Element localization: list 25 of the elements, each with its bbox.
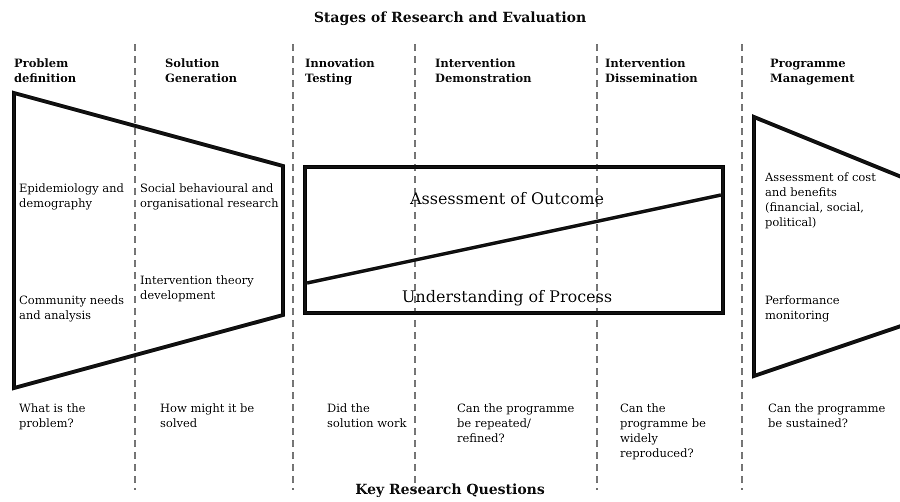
research-question: Can the programme be sustained? (768, 401, 886, 431)
trapezoid-panel (12, 91, 285, 390)
research-question: How might it be solved (160, 401, 256, 431)
assessment-box (303, 165, 725, 315)
stage-header: Intervention Demonstration (435, 56, 532, 86)
stage-header: Solution Generation (165, 56, 238, 86)
research-question: Can the programme be widely reproduced? (620, 401, 707, 461)
diagram-caption: Key Research Questions (355, 482, 545, 498)
node-text: Social behavioural and organisational research (140, 181, 280, 211)
research-question: Can the programme be repeated/ refined? (457, 401, 576, 446)
node-text: Assessment of cost and benefits (financial, social, political) (765, 170, 877, 230)
stage-header: Problem definition (14, 56, 78, 86)
node-text: Epidemiology and demography (19, 181, 125, 211)
section-label: Assessment of Outcome (408, 189, 606, 209)
stage-header: Intervention Dissemination (605, 56, 699, 86)
research-question: Did the solution work (327, 401, 407, 431)
stage-header: Innovation Testing (305, 56, 376, 86)
research-question: What is the problem? (19, 401, 86, 431)
diagram-title: Stages of Research and Evaluation (314, 10, 586, 26)
section-label: Understanding of Process (400, 287, 614, 307)
stage-header: Programme Management (770, 56, 856, 86)
node-text: Community needs and analysis (19, 293, 126, 323)
node-text: Performance monitoring (765, 293, 841, 323)
node-text: Intervention theory development (140, 273, 255, 303)
trapezoid-panel (752, 115, 900, 378)
